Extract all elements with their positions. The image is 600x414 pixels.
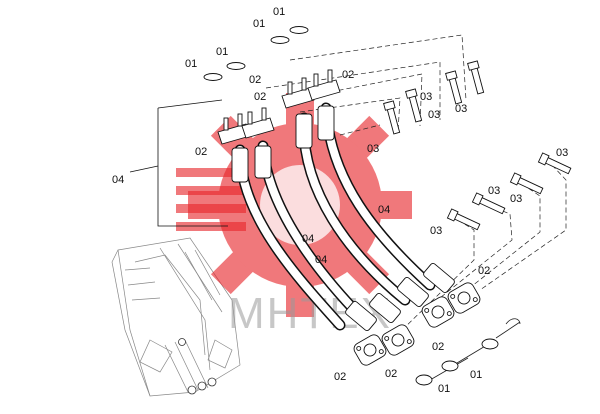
arm-hose-connectors [178, 338, 217, 395]
callout-o-ring: 01 [438, 383, 450, 395]
right-bolts [446, 152, 572, 231]
upper-o-rings [203, 26, 309, 81]
callout-flange: 02 [385, 368, 397, 380]
hose-crimp-sleeves [231, 105, 455, 331]
callout-o-ring: 01 [470, 369, 482, 381]
callout-o-ring: 01 [216, 46, 228, 58]
callout-flange: 02 [195, 146, 207, 158]
lower-flange-fittings [353, 282, 481, 366]
upper-bolts [383, 60, 485, 135]
lower-o-rings [415, 318, 521, 386]
callout-flange: 02 [334, 371, 346, 383]
callout-bolt: 03 [556, 147, 568, 159]
callout-bolt: 03 [430, 225, 442, 237]
boom-arm-outline [111, 237, 241, 397]
callout-bolt: 03 [367, 143, 379, 155]
callout-hose: 04 [315, 254, 327, 266]
upper-flange-fittings [217, 69, 341, 145]
callout-hose: 04 [302, 233, 314, 245]
callout-bolt: 03 [428, 109, 440, 121]
callout-bolt: 03 [510, 193, 522, 205]
callout-flange: 02 [478, 265, 490, 277]
callout-flange: 02 [432, 341, 444, 353]
callout-flange: 02 [254, 91, 266, 103]
callout-labels: 01 01 01 01 02 02 02 02 03 03 03 03 03 0… [112, 6, 568, 395]
callout-o-ring: 01 [253, 18, 265, 30]
callout-bolt: 03 [488, 185, 500, 197]
callout-hose: 04 [112, 174, 124, 186]
callout-flange: 02 [342, 69, 354, 81]
callout-hose: 04 [378, 204, 390, 216]
watermark-gear-logo [176, 93, 412, 317]
callout-flange: 02 [249, 74, 261, 86]
callout-bolt: 03 [455, 103, 467, 115]
callout-o-ring: 01 [273, 6, 285, 18]
callout-o-ring: 01 [185, 58, 197, 70]
callout-bolt: 03 [420, 91, 432, 103]
